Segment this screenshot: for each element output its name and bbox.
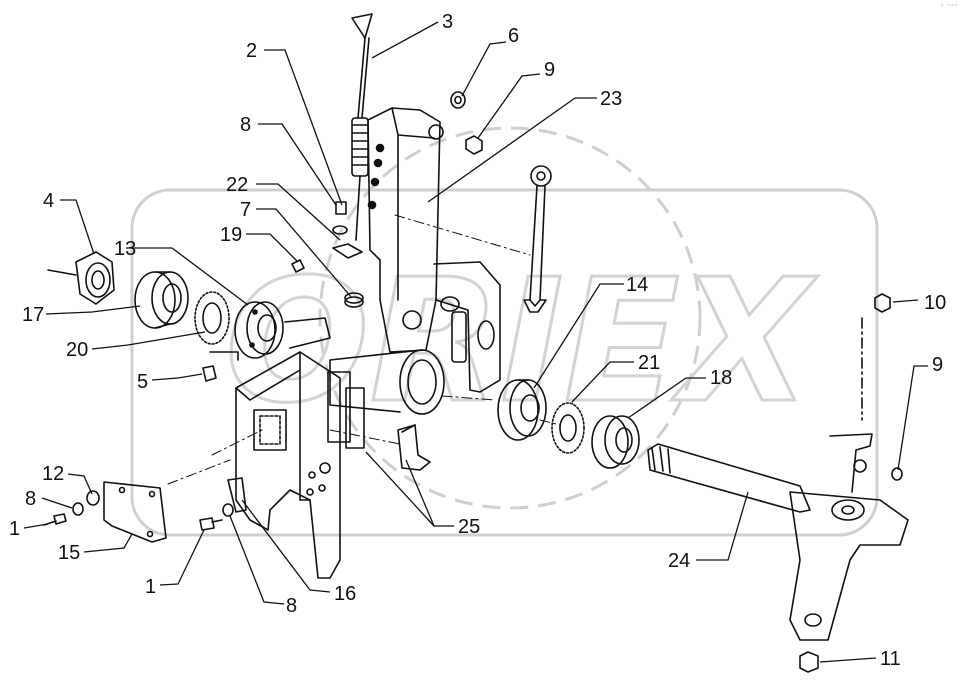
callout-11: 11 xyxy=(880,648,901,670)
leader-8-bottom xyxy=(229,515,285,605)
part-24-shaft-arm xyxy=(647,317,909,641)
leader-20 xyxy=(91,331,206,350)
part-1-left-screw xyxy=(43,513,67,526)
leader-13 xyxy=(126,247,249,306)
part-14-bearing xyxy=(497,379,547,441)
watermark-text: ORIEX xyxy=(225,243,819,441)
callout-3: 3 xyxy=(442,11,453,33)
callout-10: 10 xyxy=(924,292,946,314)
part-20-spring-ring xyxy=(194,291,230,345)
center-bore-housing xyxy=(329,310,445,415)
leader-24 xyxy=(696,491,749,561)
part-9-right-washer xyxy=(891,467,903,481)
part-5-small-nut xyxy=(202,351,239,382)
leader-7 xyxy=(256,208,353,299)
part-21-ring xyxy=(551,402,585,454)
leader-9-right xyxy=(897,365,928,471)
callout-labels: 1 1 2 3 4 5 6 7 8 8 8 9 9 10 11 12 13 14… xyxy=(9,11,946,670)
callout-12: 12 xyxy=(42,463,64,485)
callout-19: 19 xyxy=(220,224,242,246)
callout-1-left: 1 xyxy=(9,518,20,540)
leader-21 xyxy=(571,361,634,403)
callout-25: 25 xyxy=(458,516,480,538)
leader-25-b xyxy=(365,451,435,527)
callout-14: 14 xyxy=(626,274,648,296)
assembly-axis-lines xyxy=(167,214,561,485)
callout-5: 5 xyxy=(137,371,148,393)
callout-15: 15 xyxy=(58,542,80,564)
parts-22-7-2-8-cluster xyxy=(332,201,364,308)
leader-4 xyxy=(60,199,95,255)
leader-19 xyxy=(246,233,299,263)
leader-6 xyxy=(461,41,507,97)
watermark-frame xyxy=(130,188,879,537)
callout-8-top: 8 xyxy=(240,114,251,136)
callout-13: 13 xyxy=(114,238,136,260)
part-13-bearing xyxy=(234,301,331,359)
callout-8-left: 8 xyxy=(25,488,36,510)
callout-16: 16 xyxy=(334,583,356,605)
leader-22 xyxy=(256,183,341,241)
leader-lines xyxy=(23,21,928,663)
callout-2: 2 xyxy=(246,40,257,62)
part-1-bottom-screw xyxy=(199,517,223,531)
part-4-nut xyxy=(47,251,115,305)
callout-6: 6 xyxy=(508,25,519,47)
leader-15 xyxy=(83,533,133,553)
leader-9-top xyxy=(477,73,541,139)
leader-1-left xyxy=(23,523,49,529)
part-12-washer xyxy=(86,490,100,506)
callout-24: 24 xyxy=(668,550,690,572)
callout-17: 17 xyxy=(22,304,44,326)
leader-1-bottom xyxy=(159,529,205,586)
callout-9-top: 9 xyxy=(544,59,555,81)
leader-3 xyxy=(371,21,439,59)
leader-8-left xyxy=(41,497,73,509)
leader-18 xyxy=(627,377,706,419)
leader-11 xyxy=(819,657,877,663)
callout-7: 7 xyxy=(240,199,251,221)
part-11-nut xyxy=(799,651,819,673)
corner-mark: ⚬ ∘∘∘ xyxy=(939,2,958,9)
part-6-washer xyxy=(450,91,466,109)
callout-22: 22 xyxy=(226,174,248,196)
callout-4: 4 xyxy=(43,190,54,212)
leader-8-top xyxy=(258,123,337,206)
callout-21: 21 xyxy=(638,352,660,374)
part-17-grooved-ring xyxy=(134,271,189,329)
callout-18: 18 xyxy=(710,367,732,389)
part-9-top-nut xyxy=(465,135,483,155)
part-18-grooved-ring xyxy=(591,415,640,469)
part-8-bottom-washer xyxy=(222,503,234,517)
wrench xyxy=(523,165,552,313)
leader-10 xyxy=(892,299,919,303)
leader-16 xyxy=(241,499,331,593)
part-10-nut xyxy=(874,293,891,313)
leader-23 xyxy=(427,97,597,203)
part-16-front-plate xyxy=(235,351,341,579)
watermark-logo: ORIEX xyxy=(130,126,879,537)
leader-5 xyxy=(151,373,203,381)
center-posts xyxy=(327,371,365,449)
part-16-clip xyxy=(227,477,247,513)
callout-1-bottom: 1 xyxy=(145,576,156,598)
callout-23: 23 xyxy=(600,88,622,110)
callout-9-right: 9 xyxy=(932,354,943,376)
leader-17 xyxy=(45,305,141,315)
part-25-bracket xyxy=(397,424,431,471)
part-8-left-washer xyxy=(72,502,84,516)
callout-8-bottom: 8 xyxy=(286,595,297,617)
callout-20: 20 xyxy=(66,339,88,361)
leader-12 xyxy=(67,473,93,495)
leader-2 xyxy=(264,49,343,206)
part-15-cover-plate xyxy=(103,481,167,543)
leader-14 xyxy=(533,283,624,389)
